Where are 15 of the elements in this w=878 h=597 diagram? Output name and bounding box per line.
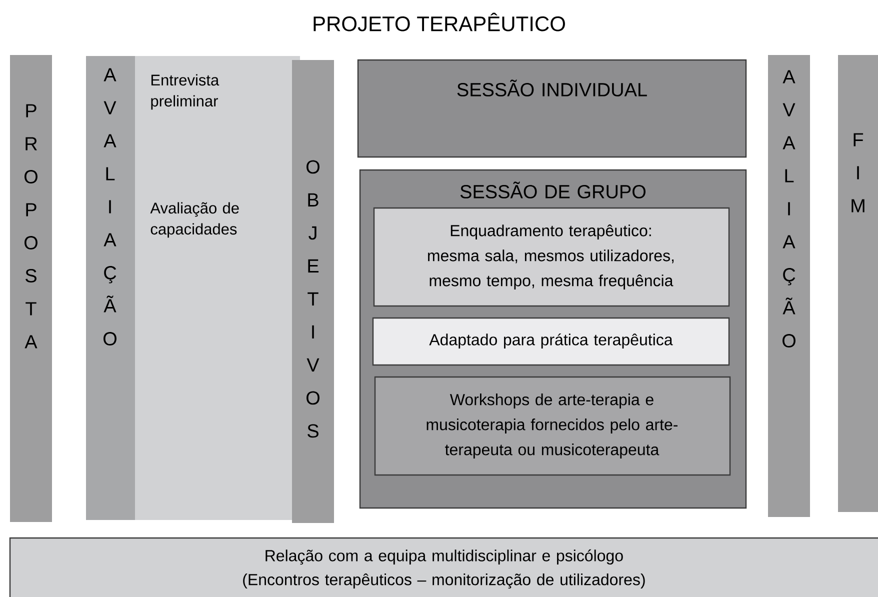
label: (Encontros terapêuticos – monitorização de utilizadores) <box>243 573 645 589</box>
label: Adaptado para prática terapêutica <box>429 333 673 349</box>
label: Relação com a equipa multidisciplinar e psicólogo <box>266 549 623 565</box>
vertical-label: AVALIAÇÃO <box>104 68 116 346</box>
vertical-label: FIM <box>852 133 864 212</box>
title: PROJETO TERAPÊUTICO <box>314 12 565 32</box>
label: Entrevista preliminar <box>151 74 220 110</box>
label: Workshops de arte-terapia e musicoterapia fornecidos pelo arte-terapeuta ou musicoterapeuta <box>426 394 678 458</box>
vertical-label: AVALIAÇÃO <box>782 70 796 348</box>
label: Avaliação de capacidades <box>150 202 239 238</box>
vertical-label: OBJETIVOS <box>306 160 320 438</box>
label: SESSÃO DE GRUPO <box>460 182 646 198</box>
vertical-label: PROPOSTA <box>24 104 38 348</box>
label: SESSÃO INDIVIDUAL <box>457 80 647 96</box>
label: Enquadramento terapêutico: mesma sala, mesmos utilizadores, mesmo tempo, mesma frequência <box>428 224 674 290</box>
